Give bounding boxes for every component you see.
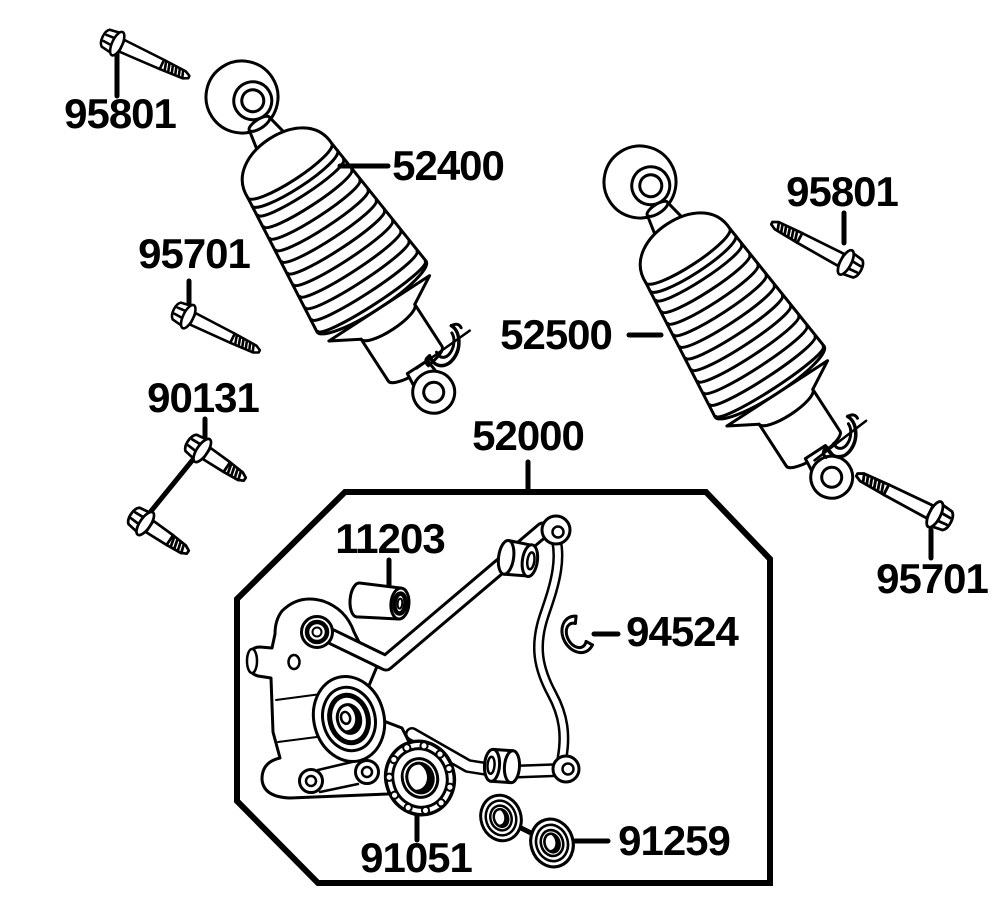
part-label-95701-right: 95701 — [876, 555, 989, 602]
group-outline-52000 — [234, 489, 773, 886]
leader-lines — [114, 49, 934, 561]
part-label-95801-right: 95801 — [786, 168, 899, 215]
bracket-52000-drawing — [245, 514, 581, 800]
part-label-95801-left: 95801 — [64, 90, 177, 137]
circlip-94524-drawing — [560, 614, 594, 655]
part-label-52400: 52400 — [392, 142, 505, 189]
part-label-90131: 90131 — [147, 374, 260, 421]
part-label-91051: 91051 — [360, 834, 473, 881]
part-label-94524: 94524 — [626, 608, 739, 655]
bushing-11203-drawing — [348, 581, 411, 621]
part-label-52000: 52000 — [472, 412, 585, 459]
part-label-52500: 52500 — [500, 311, 613, 358]
part-label-95701-left: 95701 — [138, 230, 251, 277]
part-label-11203: 11203 — [335, 515, 445, 562]
part-label-91259: 91259 — [618, 817, 731, 864]
